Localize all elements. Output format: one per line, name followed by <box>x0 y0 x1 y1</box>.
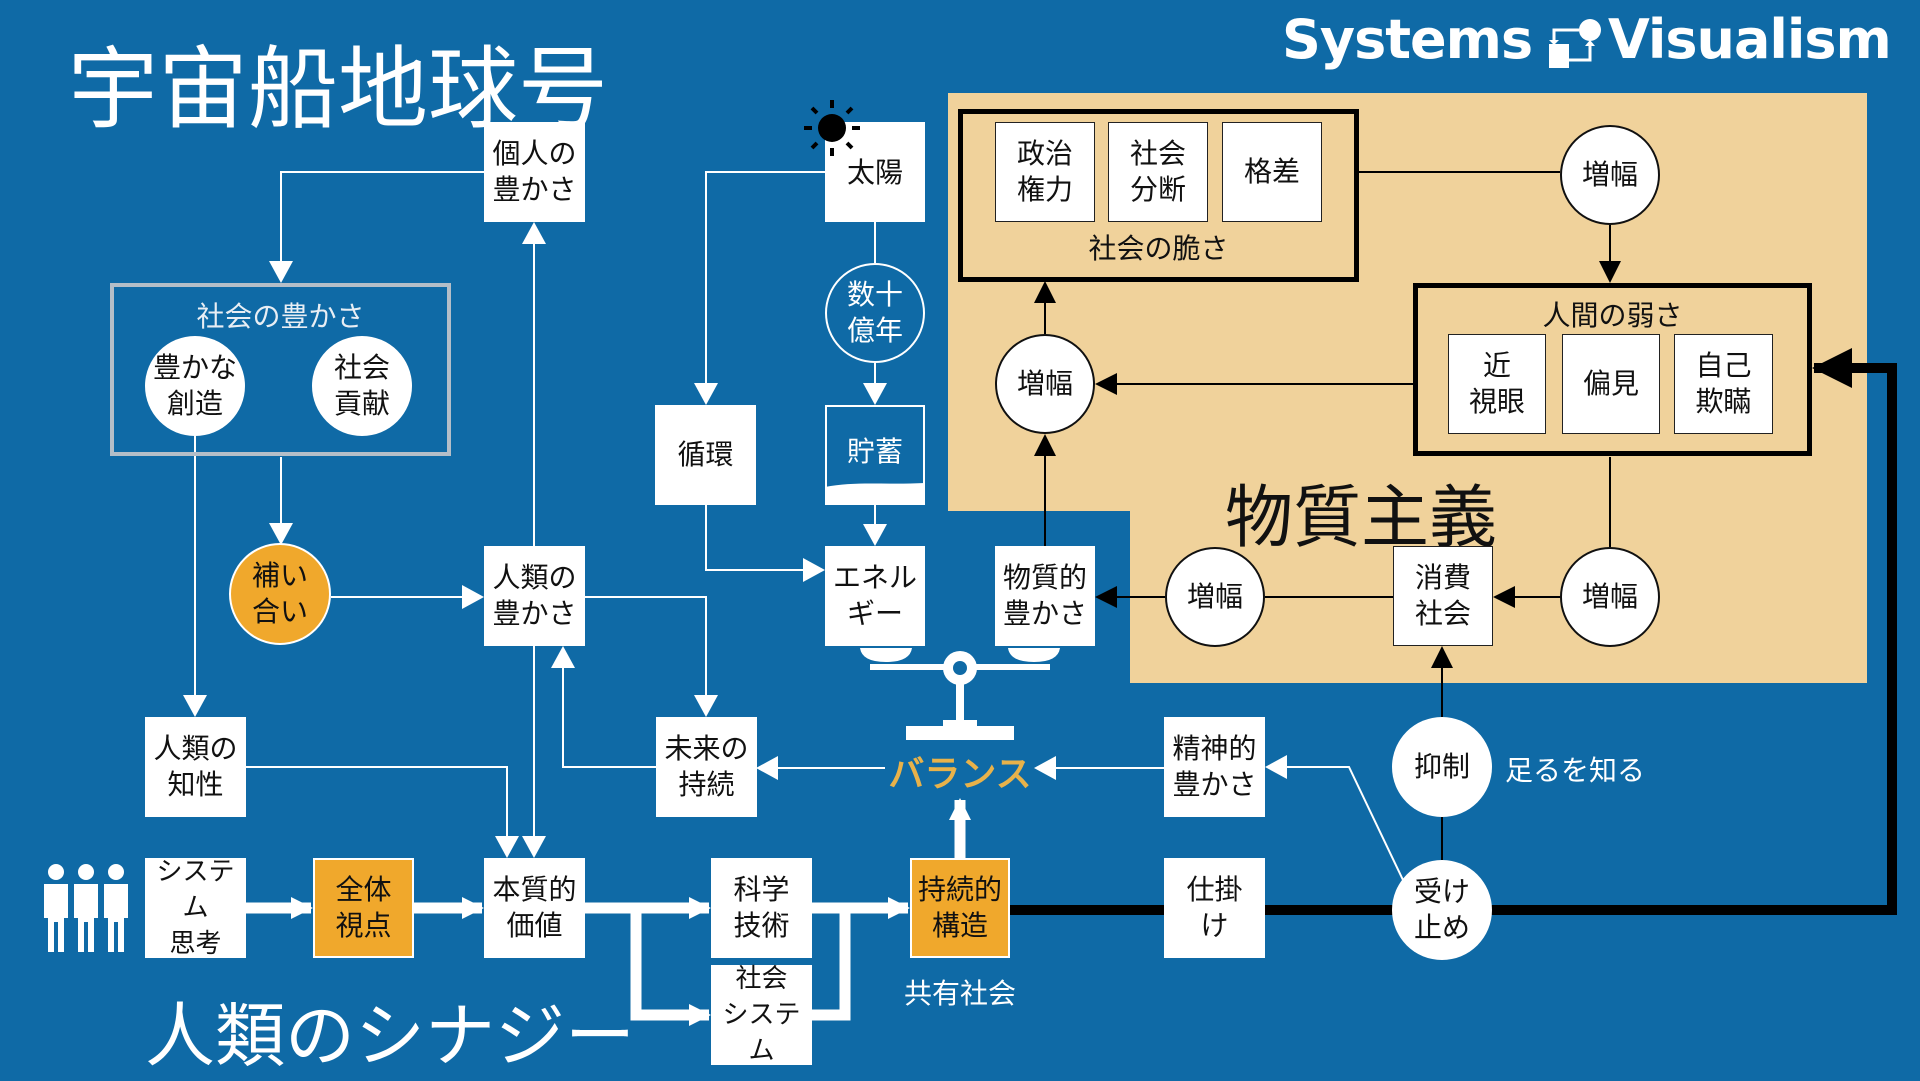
materialism-title: 物質主義 <box>1225 479 1498 558</box>
systems-loop-icon <box>1549 19 1601 68</box>
logo-visualism-text: Visualism <box>1608 8 1892 71</box>
edge-value-to-socialsys <box>630 908 711 1026</box>
node-self-deception[interactable]: 自己 欺瞞 <box>1674 334 1773 434</box>
node-consumer-society[interactable]: 消費 社会 <box>1393 546 1493 646</box>
edge-intellect-to-value <box>246 766 519 858</box>
node-spiritual-wealth[interactable]: 精神的 豊かさ <box>1164 717 1265 817</box>
node-inequality[interactable]: 格差 <box>1222 122 1322 222</box>
shared-society-label: 共有社会 <box>903 977 1016 1010</box>
node-amplify-top[interactable]: 増幅 <box>1560 125 1660 225</box>
node-restraint[interactable]: 抑制 <box>1392 717 1492 817</box>
edge-accept-to-spiritual <box>1265 755 1404 881</box>
node-sustainable-structure[interactable]: 持続的 構造 <box>910 858 1010 958</box>
edge-human-to-future <box>585 596 718 717</box>
node-social-system[interactable]: 社会 システム <box>711 964 812 1066</box>
node-science-tech[interactable]: 科学 技術 <box>711 858 812 958</box>
synergy-title: 人類のシナジー <box>145 995 635 1077</box>
node-billions-years[interactable]: 数十 億年 <box>825 263 925 363</box>
node-human-intellect[interactable]: 人類の 知性 <box>145 717 246 817</box>
group-social-wealth: 社会の豊かさ <box>110 283 451 456</box>
node-complement[interactable]: 補い 合い <box>229 543 331 645</box>
edge-cycle-to-energy <box>705 505 825 582</box>
group-social-wealth-label: 社会の豊かさ <box>196 300 365 333</box>
group-human-weakness-label: 人間の弱さ <box>1542 299 1683 332</box>
node-holistic-view[interactable]: 全体 視点 <box>313 858 414 958</box>
group-social-fragility-label: 社会の脆さ <box>1088 232 1229 265</box>
balance-label: バランス <box>888 754 1032 795</box>
edge-sun-to-cycle <box>694 171 825 405</box>
node-acceptance[interactable]: 受け 止め <box>1392 860 1492 960</box>
node-human-wealth[interactable]: 人類の 豊かさ <box>484 546 585 646</box>
logo-systems-text: Systems <box>1282 8 1533 71</box>
know-enough-label: 足るを知る <box>1505 754 1646 787</box>
node-energy[interactable]: エネル ギー <box>825 546 925 646</box>
node-material-wealth[interactable]: 物質的 豊かさ <box>995 546 1095 646</box>
node-bias[interactable]: 偏見 <box>1562 334 1660 434</box>
scale-icon <box>860 648 1060 740</box>
node-rich-creation[interactable]: 豊かな 創造 <box>145 336 245 436</box>
people-icon <box>44 864 128 952</box>
node-personal-wealth[interactable]: 個人の 豊かさ <box>484 122 585 222</box>
node-mechanism[interactable]: 仕掛 け <box>1164 858 1265 958</box>
node-systems-thinking[interactable]: システム 思考 <box>145 857 246 959</box>
node-political-power[interactable]: 政治 権力 <box>995 122 1095 222</box>
node-amplify-left[interactable]: 増幅 <box>995 334 1095 434</box>
group-human-weakness: 人間の弱さ <box>1413 283 1812 456</box>
node-amplify-mid[interactable]: 増幅 <box>1165 547 1265 647</box>
node-amplify-right[interactable]: 増幅 <box>1560 547 1660 647</box>
node-storage-shape <box>825 405 925 505</box>
node-cycle[interactable]: 循環 <box>655 405 756 505</box>
edge-socialsys-to-structure <box>812 908 851 1021</box>
node-social-contribution[interactable]: 社会 貢献 <box>312 336 412 436</box>
node-essential-value[interactable]: 本質的 価値 <box>484 858 585 958</box>
node-future-sustain[interactable]: 未来の 持続 <box>656 717 757 817</box>
node-shortsightedness[interactable]: 近 視眼 <box>1448 334 1546 434</box>
edge-future-to-human <box>551 646 656 768</box>
node-storage[interactable]: 貯蓄 <box>846 435 903 468</box>
sun-icon <box>804 100 860 156</box>
edge-personal-to-social <box>269 171 484 283</box>
group-social-fragility: 社会の脆さ <box>958 109 1359 282</box>
node-social-division[interactable]: 社会 分断 <box>1108 122 1208 222</box>
node-sun[interactable]: 太陽 <box>825 122 925 222</box>
